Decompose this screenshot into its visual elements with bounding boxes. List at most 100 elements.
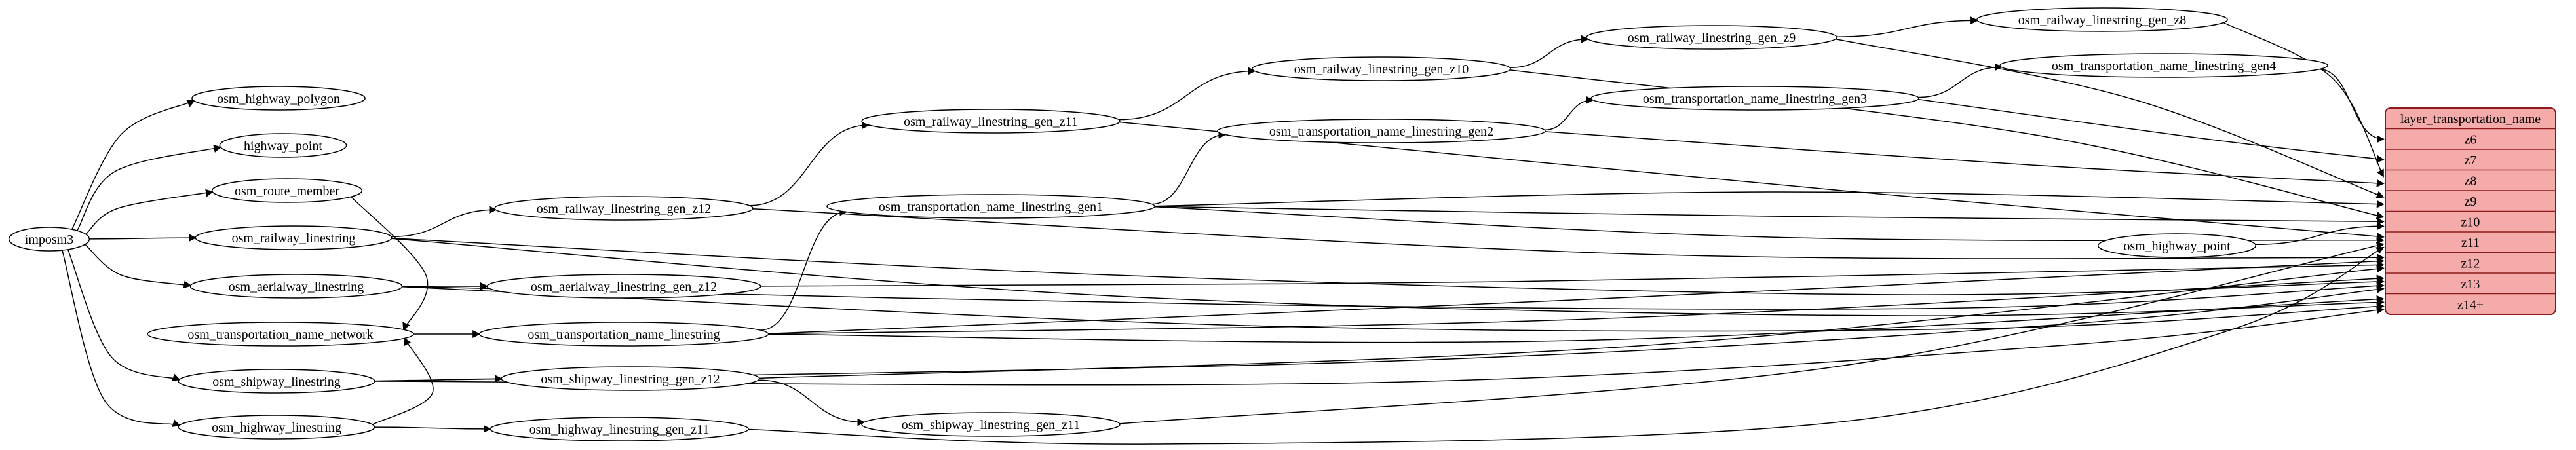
table-layer_transportation_name: layer_transportation_namez6z7z8z9z10z11z… bbox=[2385, 107, 2556, 315]
table-row-z6: z6 bbox=[2465, 132, 2477, 147]
edge-osm_route_member-to-osm_transportation_name_network bbox=[351, 196, 429, 331]
osm_transportation_name_network-label: osm_transportation_name_network bbox=[187, 328, 373, 342]
edge-osm_railway_linestring-to-z14+ bbox=[391, 238, 2385, 316]
osm_railway_linestring-ellipse bbox=[195, 225, 393, 250]
osm_transportation_name_linestring_gen3-label: osm_transportation_name_linestring_gen3 bbox=[1643, 92, 1867, 106]
edge-osm_transportation_name_linestring_gen1-to-z10 bbox=[1155, 206, 2385, 226]
node-osm_transportation_name_linestring_gen2: osm_transportation_name_linestring_gen2 bbox=[1217, 119, 1546, 143]
node-osm_railway_linestring_gen_z9: osm_railway_linestring_gen_z9 bbox=[1586, 25, 1837, 50]
edge-osm_highway_linestring-to-osm_transportation_name_network bbox=[372, 337, 434, 425]
edge-osm_railway_linestring_gen_z12-to-osm_railway_linestring_gen_z11 bbox=[749, 121, 870, 206]
table-row-z10: z10 bbox=[2461, 215, 2480, 229]
edge-osm_railway_linestring_gen_z9-to-osm_railway_linestring_gen_z8 bbox=[1836, 16, 1979, 37]
edge-osm_railway_linestring-to-z13 bbox=[391, 238, 2385, 295]
osm_aerialway_linestring-label: osm_aerialway_linestring bbox=[229, 280, 364, 294]
osm_railway_linestring_gen_z10-label: osm_railway_linestring_gen_z10 bbox=[1294, 62, 1469, 77]
osm_railway_linestring_gen_z12-ellipse bbox=[494, 196, 754, 221]
edge-osm_railway_linestring_gen_z8-to-z8 bbox=[2223, 22, 2384, 178]
osm_highway_linestring-ellipse bbox=[178, 415, 375, 440]
edge-osm_shipway_linestring_gen_z12-to-z12 bbox=[759, 265, 2385, 379]
node-osm_transportation_name_linestring_gen4: osm_transportation_name_linestring_gen4 bbox=[1999, 53, 2328, 78]
edge-osm_highway_linestring_gen_z11-to-z11 bbox=[748, 246, 2385, 445]
osm_transportation_name_linestring_gen1-label: osm_transportation_name_linestring_gen1 bbox=[879, 200, 1103, 214]
table-row-z13: z13 bbox=[2461, 277, 2480, 291]
osm_railway_linestring_gen_z9-ellipse bbox=[1586, 25, 1837, 50]
osm_railway_linestring_gen_z8-ellipse bbox=[1976, 7, 2228, 32]
edge-osm_transportation_name_linestring_gen2-to-z8 bbox=[1545, 131, 2385, 187]
table-row-z14+: z14+ bbox=[2457, 297, 2484, 312]
edge-osm_transportation_name_linestring_gen3-to-z7 bbox=[1917, 98, 2385, 163]
osm_transportation_name_linestring_gen3-ellipse bbox=[1590, 86, 1919, 111]
osm_route_member-label: osm_route_member bbox=[235, 184, 339, 198]
edges bbox=[62, 16, 2385, 445]
node-osm_highway_linestring_gen_z11: osm_highway_linestring_gen_z11 bbox=[490, 417, 749, 441]
highway_point-ellipse bbox=[219, 133, 347, 158]
node-osm_transportation_name_linestring_gen3: osm_transportation_name_linestring_gen3 bbox=[1590, 86, 1919, 111]
osm_shipway_linestring-ellipse bbox=[178, 369, 375, 394]
osm_shipway_linestring_gen_z11-ellipse bbox=[861, 412, 1121, 437]
node-osm_railway_linestring_gen_z12: osm_railway_linestring_gen_z12 bbox=[494, 196, 754, 221]
osm_transportation_name_linestring_gen2-label: osm_transportation_name_linestring_gen2 bbox=[1269, 124, 1493, 139]
osm_railway_linestring_gen_z8-label: osm_railway_linestring_gen_z8 bbox=[2018, 13, 2187, 28]
edge-osm_transportation_name_linestring_gen1-to-z9 bbox=[1155, 191, 2385, 208]
osm_railway_linestring_gen_z12-label: osm_railway_linestring_gen_z12 bbox=[537, 202, 712, 216]
osm_transportation_name_linestring_gen4-ellipse bbox=[1999, 53, 2328, 78]
node-osm_highway_linestring: osm_highway_linestring bbox=[178, 415, 375, 440]
table-row-z9: z9 bbox=[2465, 195, 2477, 209]
table-row-z7: z7 bbox=[2465, 153, 2477, 168]
table-row-z11: z11 bbox=[2461, 236, 2480, 250]
osm_railway_linestring_gen_z9-label: osm_railway_linestring_gen_z9 bbox=[1628, 31, 1796, 45]
osm_transportation_name_linestring_gen4-label: osm_transportation_name_linestring_gen4 bbox=[2052, 59, 2276, 73]
osm_railway_linestring_gen_z11-label: osm_railway_linestring_gen_z11 bbox=[904, 115, 1078, 129]
imposm3-ellipse bbox=[8, 227, 90, 252]
highway_point-label: highway_point bbox=[244, 139, 322, 153]
edge-osm_aerialway_linestring-to-z14+ bbox=[402, 286, 2385, 332]
edge-osm_shipway_linestring_gen_z11-to-z11 bbox=[1119, 242, 2385, 424]
osm_shipway_linestring-label: osm_shipway_linestring bbox=[212, 375, 341, 389]
osm_route_member-ellipse bbox=[211, 178, 363, 203]
osm_transportation_name_linestring-label: osm_transportation_name_linestring bbox=[528, 328, 720, 342]
node-osm_transportation_name_linestring: osm_transportation_name_linestring bbox=[478, 322, 769, 347]
node-osm_shipway_linestring: osm_shipway_linestring bbox=[178, 369, 375, 394]
osm_highway_polygon-label: osm_highway_polygon bbox=[217, 92, 340, 106]
node-osm_railway_linestring_gen_z10: osm_railway_linestring_gen_z10 bbox=[1252, 56, 1511, 81]
edge-osm_aerialway_linestring_gen_z12-to-z12 bbox=[760, 261, 2385, 287]
osm_aerialway_linestring_gen_z12-ellipse bbox=[486, 274, 761, 299]
edge-imposm3-to-osm_route_member bbox=[85, 189, 214, 235]
node-osm_railway_linestring: osm_railway_linestring bbox=[195, 225, 393, 250]
osm_railway_linestring_gen_z10-ellipse bbox=[1252, 56, 1511, 81]
edge-osm_highway_point-to-z10 bbox=[2255, 222, 2385, 246]
edge-osm_transportation_name_linestring-to-z13 bbox=[768, 274, 2385, 335]
osm_highway_point-ellipse bbox=[2097, 233, 2257, 258]
osm_transportation_name_linestring-ellipse bbox=[478, 322, 769, 347]
node-osm_aerialway_linestring: osm_aerialway_linestring bbox=[189, 274, 403, 299]
node-osm_highway_polygon: osm_highway_polygon bbox=[191, 86, 366, 111]
osm_aerialway_linestring-ellipse bbox=[189, 274, 403, 299]
node-osm_railway_linestring_gen_z8: osm_railway_linestring_gen_z8 bbox=[1976, 7, 2228, 32]
osm_railway_linestring_gen_z11-ellipse bbox=[861, 109, 1121, 134]
node-osm_shipway_linestring_gen_z12: osm_shipway_linestring_gen_z12 bbox=[501, 366, 760, 391]
osm_highway_point-label: osm_highway_point bbox=[2123, 239, 2231, 253]
osm_highway_linestring_gen_z11-label: osm_highway_linestring_gen_z11 bbox=[529, 422, 710, 437]
edge-osm_railway_linestring_gen_z11-to-osm_railway_linestring_gen_z10 bbox=[1119, 67, 1256, 121]
edge-osm_transportation_name_linestring_gen1-to-osm_transportation_name_linestring_gen2 bbox=[1151, 130, 1227, 205]
edge-osm_railway_linestring-to-osm_railway_linestring_gen_z12 bbox=[391, 206, 497, 238]
node-osm_shipway_linestring_gen_z11: osm_shipway_linestring_gen_z11 bbox=[861, 412, 1121, 437]
edge-osm_railway_linestring_gen_z12-to-z12 bbox=[752, 208, 2385, 262]
node-osm_transportation_name_network: osm_transportation_name_network bbox=[147, 322, 414, 347]
table-row-z8: z8 bbox=[2465, 174, 2477, 188]
osm_highway_linestring_gen_z11-ellipse bbox=[490, 417, 749, 441]
osm_highway_polygon-ellipse bbox=[191, 86, 366, 111]
osm_highway_linestring-label: osm_highway_linestring bbox=[212, 421, 341, 435]
node-osm_transportation_name_linestring_gen1: osm_transportation_name_linestring_gen1 bbox=[826, 194, 1155, 219]
edge-imposm3-to-osm_highway_linestring bbox=[62, 250, 181, 427]
node-osm_highway_point: osm_highway_point bbox=[2097, 233, 2257, 258]
osm_transportation_name_network-ellipse bbox=[147, 322, 414, 347]
edge-imposm3-to-highway_point bbox=[77, 145, 222, 231]
edge-osm_transportation_name_linestring-to-z14+ bbox=[768, 295, 2385, 343]
edge-osm_railway_linestring_gen_z10-to-osm_railway_linestring_gen_z9 bbox=[1510, 35, 1589, 69]
node-osm_aerialway_linestring_gen_z12: osm_aerialway_linestring_gen_z12 bbox=[486, 274, 761, 299]
node-osm_railway_linestring_gen_z11: osm_railway_linestring_gen_z11 bbox=[861, 109, 1121, 134]
